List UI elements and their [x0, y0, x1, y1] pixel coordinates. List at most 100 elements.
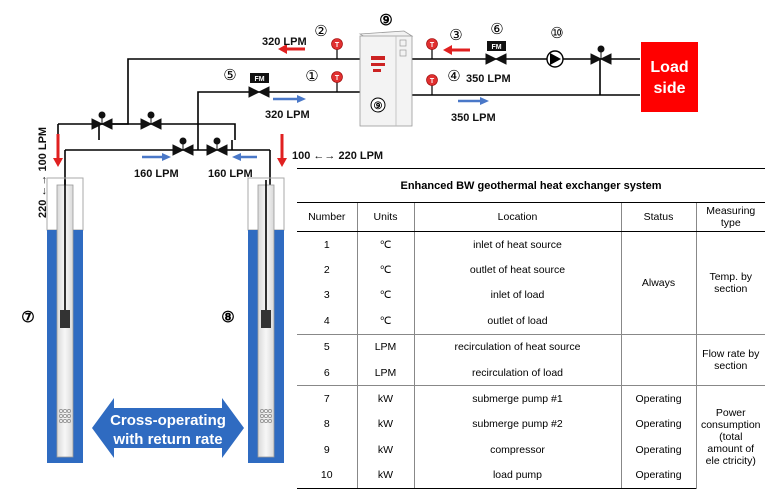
flow-label-right-well: 100 ←→ 220 LPM	[292, 150, 383, 162]
cell-number: 8	[323, 418, 330, 431]
cell-status: Operating	[620, 411, 696, 438]
heat-pump-unit: ⑨	[358, 30, 414, 127]
cell-units: ℃	[356, 257, 414, 283]
label-7: ⑦	[21, 309, 34, 326]
cell-number: 2	[323, 264, 330, 277]
cell-status-always: Always	[620, 231, 696, 335]
arrow-right-well-down	[277, 134, 287, 167]
svg-text:FM: FM	[491, 44, 501, 51]
number-markers: ② ① ⑤ ⑨ ③ ④ ⑥ ⑩ ⑦ ⑧	[21, 12, 563, 326]
cell-units: kW	[356, 437, 414, 463]
table-row: 10 kW load pump Operating	[297, 462, 765, 489]
valve-3	[172, 137, 194, 156]
cell-number: 7	[297, 385, 357, 412]
cell-number: 5	[297, 333, 357, 360]
label-2: ②	[314, 23, 327, 40]
load-side-line2: side	[653, 80, 685, 97]
flow-label-160-left: 160 LPM	[134, 168, 179, 180]
arrow-160-left	[142, 153, 171, 161]
cell-number: 4	[323, 314, 330, 327]
load-side-line1: Load	[650, 59, 688, 76]
valves	[91, 45, 612, 156]
arrow-350-bottom	[458, 97, 489, 105]
cell-location: outlet of heat source	[413, 257, 621, 283]
cell-location: compressor	[413, 437, 621, 463]
cell-location: submerge pump #1	[413, 385, 621, 412]
valve-7	[590, 45, 612, 65]
table-header-row: Number Units Location Status Measuring t…	[297, 202, 765, 232]
cell-type-power: Power consumption (total amount of ele c…	[695, 385, 765, 489]
cell-location: submerge pump #2	[413, 411, 621, 438]
svg-text:T: T	[335, 42, 340, 49]
cell-units: kW	[356, 411, 414, 438]
label-10: ⑩	[550, 25, 563, 42]
table-row: 7 kW submerge pump #1 Operating Power co…	[297, 385, 765, 489]
well-left	[46, 177, 84, 463]
table-row: 5 LPM recirculation of heat source Flow …	[297, 333, 765, 386]
label-1: ①	[305, 68, 318, 85]
measurement-table: Number Units Location Status Measuring t…	[297, 202, 765, 489]
cell-location: outlet of load	[413, 308, 621, 335]
cell-location: recirculation of heat source	[413, 333, 621, 360]
table-row: 4 ℃ outlet of load	[297, 308, 765, 335]
arrow-320-top	[278, 44, 305, 54]
cell-number: 10	[297, 462, 357, 489]
cell-location: load pump	[413, 462, 621, 489]
valve-6	[485, 53, 507, 65]
cross-label-line1: Cross-operating	[110, 412, 226, 429]
well-right	[247, 177, 285, 463]
flow-label-350-bottom: 350 LPM	[451, 112, 496, 124]
cell-number: 3	[323, 289, 330, 302]
cell-status: Operating	[620, 462, 696, 489]
header-location: Location	[413, 202, 621, 232]
load-pump	[546, 50, 564, 68]
valve-2	[140, 111, 162, 130]
arrow-320-mid	[273, 95, 306, 103]
label-6: ⑥	[490, 21, 503, 38]
arrow-160-right	[232, 153, 257, 161]
svg-text:FM: FM	[254, 76, 264, 83]
cell-units: ℃	[356, 231, 414, 258]
table-row: 9 kW compressor Operating	[297, 437, 765, 463]
spec-table: Enhanced BW geothermal heat exchanger sy…	[297, 168, 765, 489]
cell-units: ℃	[356, 308, 414, 335]
arrow-350-top	[443, 45, 470, 55]
temp-sensor-3: T	[426, 38, 438, 59]
cross-operating-arrow: Cross-operating with return rate	[92, 398, 244, 458]
svg-text:T: T	[430, 78, 435, 85]
flow-labels: 320 LPM 320 LPM 350 LPM 350 LPM 160 LPM …	[37, 36, 511, 218]
cell-number: 1	[323, 238, 330, 251]
cell-status: Operating	[620, 437, 696, 463]
cell-units: ℃	[356, 282, 414, 309]
flow-label-350-top: 350 LPM	[466, 73, 511, 85]
cell-location: inlet of heat source	[413, 231, 621, 258]
flow-meter-5: FM	[250, 73, 269, 83]
cell-units: kW	[356, 385, 414, 412]
cell-location: recirculation of load	[413, 359, 621, 386]
label-5: ⑤	[223, 67, 236, 84]
cell-number: 9	[323, 443, 330, 456]
header-number: Number	[297, 202, 357, 232]
flow-label-left-well: 220 ←→ 100 LPM	[37, 127, 49, 218]
table-row: 6 LPM recirculation of load	[297, 359, 765, 386]
header-units: Units	[356, 202, 414, 232]
load-side-box: Load side	[641, 42, 698, 112]
temp-sensor-1: T	[331, 71, 343, 92]
cell-location: inlet of load	[413, 282, 621, 309]
valve-4	[206, 137, 228, 156]
flow-arrows	[53, 44, 489, 167]
cell-units: kW	[356, 462, 414, 489]
cell-type-flow: Flow rate by section	[695, 333, 765, 386]
label-8: ⑧	[221, 309, 234, 326]
table-title: Enhanced BW geothermal heat exchanger sy…	[297, 168, 765, 203]
svg-text:T: T	[335, 75, 340, 82]
cell-type-temp: Temp. by section	[695, 231, 765, 335]
table-row: 1 ℃ inlet of heat source Always Temp. by…	[297, 231, 765, 335]
header-status: Status	[620, 202, 696, 232]
valve-5	[248, 86, 270, 98]
table-row: 8 kW submerge pump #2 Operating	[297, 411, 765, 438]
flow-label-160-right: 160 LPM	[208, 168, 253, 180]
label-9: ⑨	[379, 12, 392, 29]
valve-1	[91, 111, 113, 130]
